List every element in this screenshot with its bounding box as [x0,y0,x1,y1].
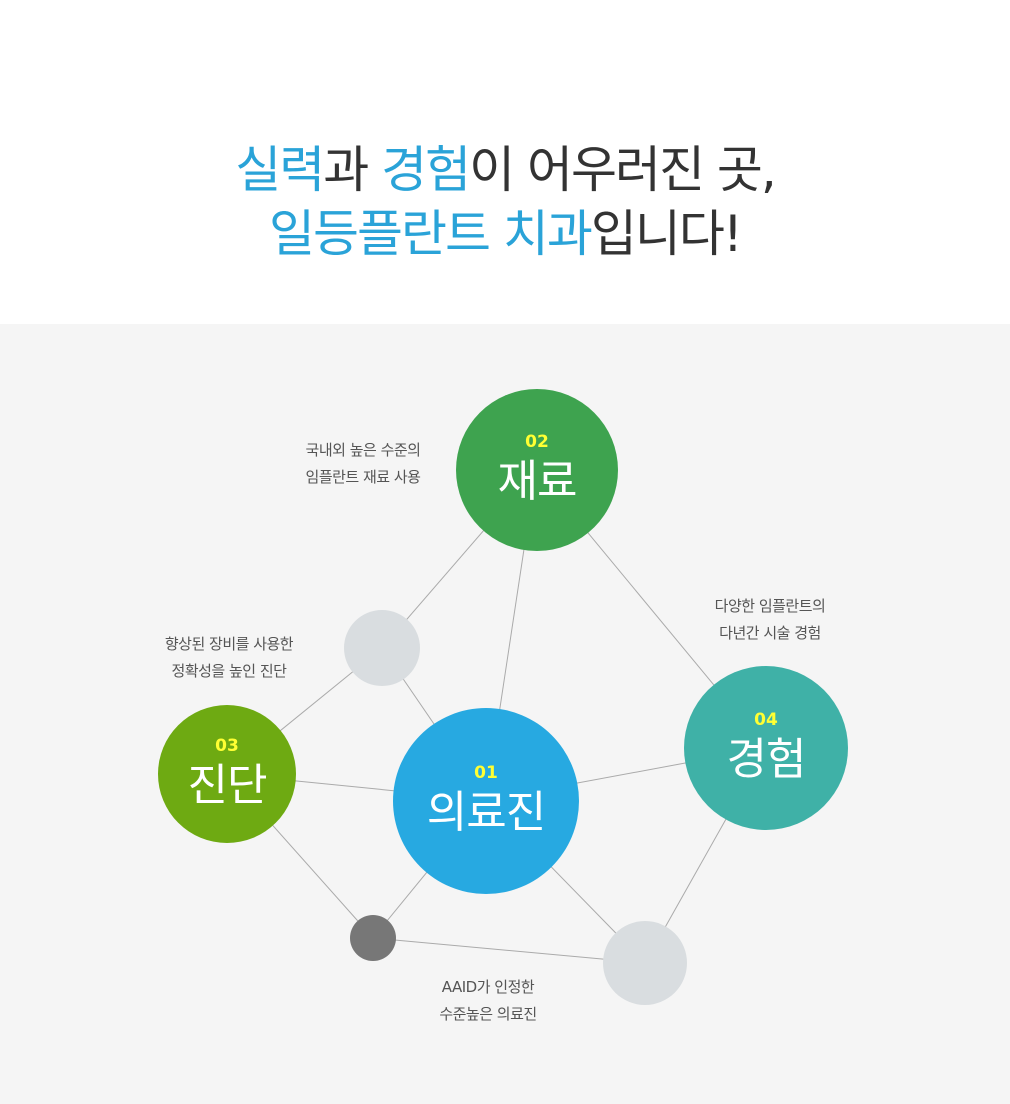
headline-highlight-experience: 경험 [381,141,471,199]
description-line: 수준높은 의료진 [439,1005,537,1023]
description-diagnosis: 향상된 장비를 사용한 정확성을 높인 진단 [131,631,327,685]
node-label: 진단 [187,760,268,811]
headline: 실력과 경험이 어우러진 곳, 일등플란트 치과입니다! [0,138,1010,266]
header-section: 실력과 경험이 어우러진 곳, 일등플란트 치과입니다! [0,0,1010,324]
description-medical-staff: AAID가 인정한 수준높은 의료진 [396,974,580,1028]
description-line: AAID가 인정한 [441,978,535,996]
gray-node-large [603,921,687,1005]
description-line: 임플란트 재료 사용 [305,468,421,486]
description-experience: 다양한 임플란트의 다년간 시술 경험 [678,593,862,647]
headline-text: 입니다! [590,205,743,263]
node-number: 03 [215,736,239,756]
node-label: 경험 [726,734,807,785]
headline-line-2: 일등플란트 치과입니다! [0,202,1010,266]
node-label: 의료진 [426,787,546,838]
description-materials: 국내외 높은 수준의 임플란트 재료 사용 [272,437,454,491]
node-diagnosis: 03 진단 [158,705,296,843]
node-medical-staff: 01 의료진 [393,708,579,894]
description-line: 다년간 시술 경험 [719,624,821,642]
node-number: 01 [474,763,498,783]
headline-text: 이 어우러진 곳, [469,141,777,199]
line-dark-gray2 [372,937,646,964]
node-materials: 02 재료 [456,389,618,551]
network-section: 02 재료 03 진단 01 의료진 04 경험 국내외 높은 수준의 임플란트… [0,324,1010,1104]
headline-highlight-clinic: 일등플란트 치과 [269,205,593,263]
node-number: 02 [525,432,549,452]
description-line: 다양한 임플란트의 [714,597,826,615]
description-line: 향상된 장비를 사용한 [164,635,294,653]
headline-line-1: 실력과 경험이 어우러진 곳, [0,138,1010,202]
node-number: 04 [754,710,778,730]
description-line: 정확성을 높인 진단 [171,662,287,680]
dark-node [350,915,396,961]
node-label: 재료 [497,456,578,507]
description-line: 국내외 높은 수준의 [305,441,421,459]
node-experience: 04 경험 [684,666,848,830]
headline-highlight-skill: 실력 [235,141,325,199]
gray-node-small [344,610,420,686]
headline-text: 과 [323,141,382,199]
